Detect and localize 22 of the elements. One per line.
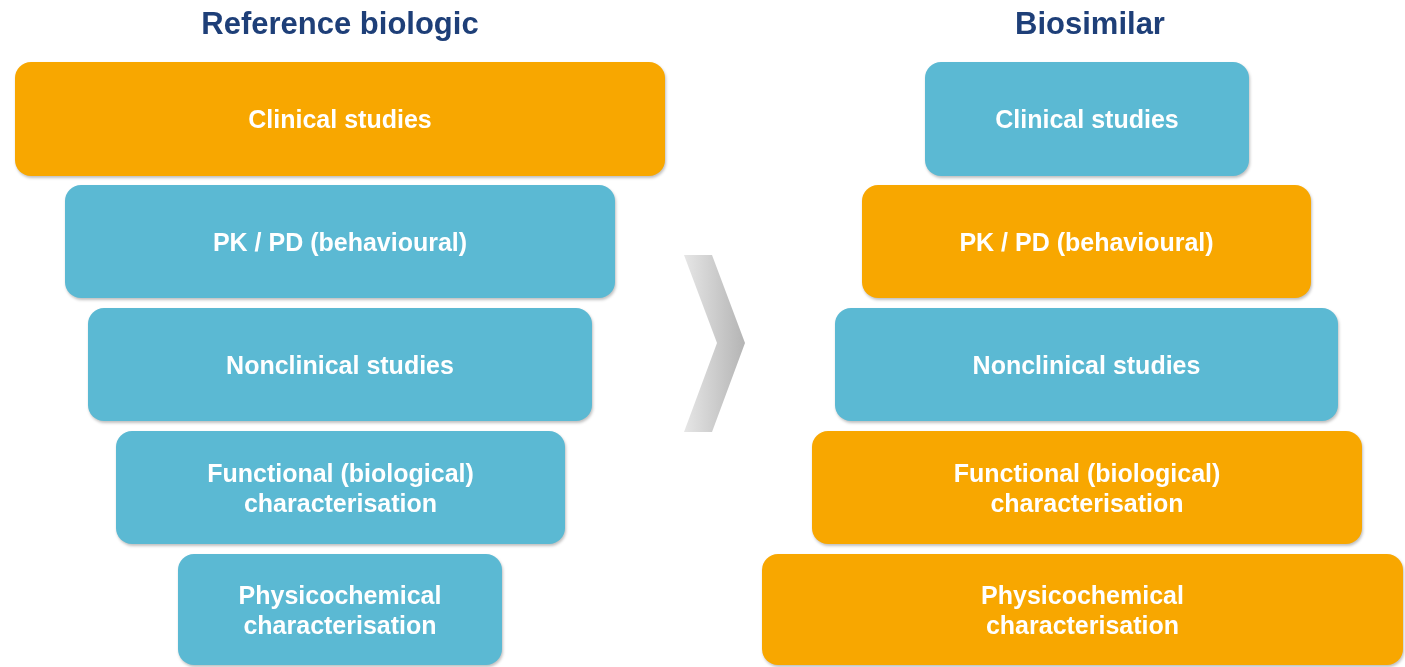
column-heading: Biosimilar [1014,6,1166,42]
box-label: Physicochemical characterisation [237,579,443,640]
box-label: PK / PD (behavioural) [212,226,468,257]
box-label: PK / PD (behavioural) [959,226,1214,257]
stage-box [925,62,1249,176]
stage-box [65,185,615,298]
stage-box [862,185,1311,298]
box-label: Functional (biological) characterisation [952,457,1222,518]
box-label: Clinical studies [248,104,432,134]
stage-box [835,308,1338,421]
box-label: Clinical studies [995,104,1179,134]
box-label: Physicochemical characterisation [980,579,1185,640]
stage-box [88,308,592,421]
stage-box [762,554,1403,665]
stage-box [178,554,502,665]
box-label: Functional (biological) characterisation [206,457,475,518]
column-heading: Reference biologic [200,6,480,42]
box-label: Nonclinical studies [972,349,1201,380]
stage-box [812,431,1362,544]
stage-box [15,62,665,176]
stage-box [116,431,565,544]
box-label: Nonclinical studies [226,349,454,380]
